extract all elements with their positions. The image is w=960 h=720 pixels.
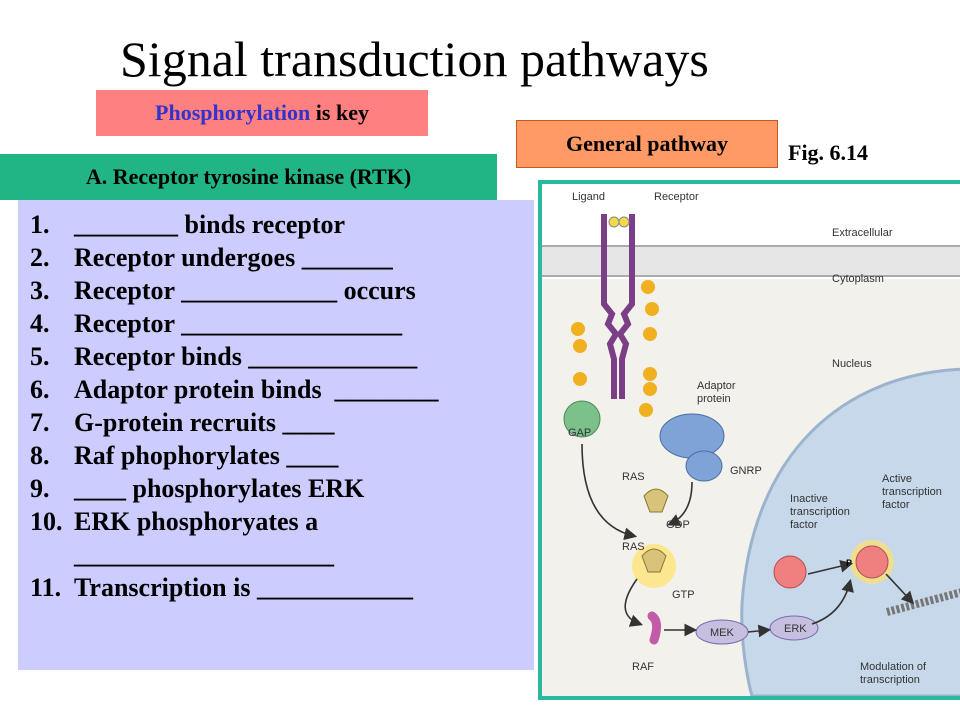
inactive-label-3: factor xyxy=(790,519,818,531)
modulation-label-1: Modulation of xyxy=(860,661,927,673)
step-item: 3. Receptor ____________ occurs xyxy=(18,274,534,307)
ras-gtp xyxy=(641,548,667,573)
phosphorylation-key-box: Phosphorylation is key xyxy=(96,90,428,136)
step-number: 11. xyxy=(30,573,62,602)
ligand-icon xyxy=(618,216,630,228)
page-title: Signal transduction pathways xyxy=(120,31,709,87)
step-item: 6. Adaptor protein binds ________ xyxy=(18,373,534,406)
nucleus-label: Nucleus xyxy=(832,358,872,370)
step-number: 8. xyxy=(30,441,50,470)
step-text: Receptor ____________ occurs xyxy=(74,276,416,305)
step-text: Receptor undergoes _______ xyxy=(74,243,393,272)
step-item: 7. G-protein recruits ____ xyxy=(18,406,534,439)
raf-label: RAF xyxy=(632,661,654,673)
step-number: 5. xyxy=(30,342,50,371)
extracellular-label: Extracellular xyxy=(832,227,893,239)
step-text: Transcription is ____________ xyxy=(74,573,413,602)
step-item: 1. ________ binds receptor xyxy=(18,208,534,241)
phospho-label: P xyxy=(846,558,852,568)
receptor-right-chain xyxy=(616,214,635,399)
step-item: 8. Raf phophorylates ____ xyxy=(18,439,534,472)
ras-bottom-label: RAS xyxy=(622,541,645,553)
step-item: ____________________ xyxy=(18,538,534,571)
general-pathway-box: General pathway xyxy=(516,120,778,168)
step-number: 9. xyxy=(30,474,50,503)
ligand-icon xyxy=(608,216,620,228)
receptor-left-chain xyxy=(601,214,620,399)
step-number: 1. xyxy=(30,210,50,239)
adaptor-protein xyxy=(659,413,725,459)
active-transcription-factor xyxy=(855,545,889,579)
step-text: ____ phosphorylates ERK xyxy=(74,474,365,503)
step-text: ERK phosphoryates a xyxy=(74,507,319,536)
section-header: A. Receptor tyrosine kinase (RTK) xyxy=(0,154,497,200)
pathway-diagram: Ligand Receptor Extracellular Cytoplasm … xyxy=(542,191,960,696)
step-number xyxy=(18,538,74,571)
step-item: 2. Receptor undergoes _______ xyxy=(18,241,534,274)
phosphorylation-rest: is key xyxy=(310,100,369,125)
active-label-3: factor xyxy=(882,499,910,511)
step-item: 11. Transcription is ____________ xyxy=(18,571,534,604)
gnrp-label: GNRP xyxy=(730,465,762,477)
pathway-diagram-frame: Ligand Receptor Extracellular Cytoplasm … xyxy=(538,180,960,700)
step-text: ________ binds receptor xyxy=(74,210,346,239)
inactive-label-1: Inactive xyxy=(790,493,828,505)
gnrp-protein xyxy=(685,450,723,482)
step-number: 4. xyxy=(30,309,50,338)
active-label-2: transcription xyxy=(882,486,942,498)
step-item: 5. Receptor binds _____________ xyxy=(18,340,534,373)
step-number: 10. xyxy=(30,507,63,536)
step-item: 10. ERK phosphoryates a xyxy=(18,505,534,538)
nucleus xyxy=(740,367,960,696)
ras-gdp xyxy=(643,488,669,513)
receptor-label: Receptor xyxy=(654,191,699,203)
pathway-arrows xyxy=(581,443,915,638)
step-item: 9. ____ phosphorylates ERK xyxy=(18,472,534,505)
phosphorylation-highlight: Phosphorylation xyxy=(155,100,311,125)
adaptor-label-2: protein xyxy=(697,393,731,405)
step-number: 7. xyxy=(30,408,50,437)
gap-protein xyxy=(563,400,601,438)
step-number: 3. xyxy=(30,276,50,305)
step-text: Raf phophorylates ____ xyxy=(74,441,339,470)
step-text: G-protein recruits ____ xyxy=(74,408,335,437)
cell-membrane xyxy=(542,246,960,276)
dna-strand xyxy=(885,588,960,616)
inactive-label-2: transcription xyxy=(790,506,850,518)
gap-label: GAP xyxy=(568,427,591,439)
steps-list: 1. ________ binds receptor 2. Receptor und… xyxy=(18,200,534,670)
step-text: Receptor binds _____________ xyxy=(74,342,418,371)
mek-label: MEK xyxy=(710,627,735,639)
raf-protein xyxy=(647,611,662,645)
step-item: 4. Receptor _________________ xyxy=(18,307,534,340)
ligand-label: Ligand xyxy=(572,191,605,203)
modulation-label-2: transcription xyxy=(860,674,920,686)
step-text: ____________________ xyxy=(74,540,334,569)
phospho-badges xyxy=(571,280,659,417)
step-number: 6. xyxy=(30,375,50,404)
ras-top-label: RAS xyxy=(622,471,645,483)
step-text: Receptor _________________ xyxy=(74,309,403,338)
adaptor-label-1: Adaptor xyxy=(697,380,736,392)
cytoplasm-label: Cytoplasm xyxy=(832,273,884,285)
inactive-transcription-factor xyxy=(773,555,807,589)
gtp-label: GTP xyxy=(672,589,695,601)
erk-label: ERK xyxy=(784,623,807,635)
gdp-label: GDP xyxy=(666,519,690,531)
figure-reference: Fig. 6.14 xyxy=(788,140,869,165)
step-text: Adaptor protein binds ________ xyxy=(74,375,439,404)
step-number: 2. xyxy=(30,243,50,272)
active-label-1: Active xyxy=(882,473,912,485)
